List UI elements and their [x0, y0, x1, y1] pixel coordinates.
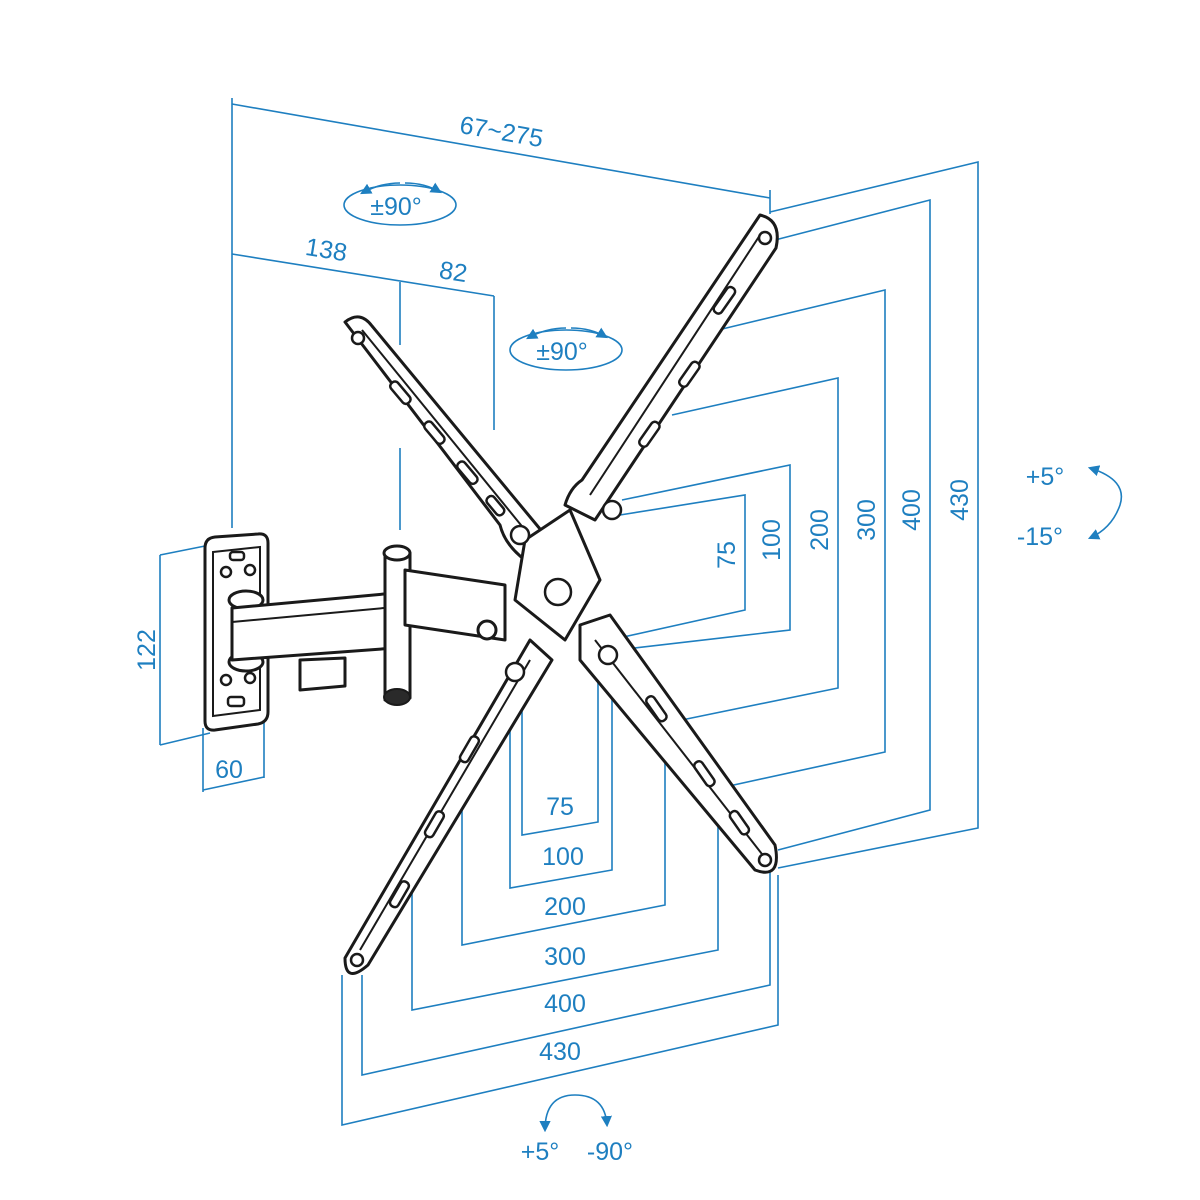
plate-height-ext-bottom	[159, 732, 211, 746]
vesa-h-200-label: 200	[544, 893, 586, 921]
slot-tr-3	[638, 420, 661, 449]
vesa-bracket	[343, 213, 779, 975]
bolt-bl	[504, 661, 526, 683]
bracket-arm-top-left-inner	[361, 329, 526, 531]
slot-bl-2	[423, 810, 446, 839]
vesa-h-400-line	[361, 862, 771, 1076]
elbow-cap-bottom	[383, 688, 411, 706]
slot-br-1	[645, 694, 668, 723]
vesa-v-75-line	[609, 494, 746, 641]
vesa-h-430-line	[341, 875, 779, 1127]
swivel-middle-arrow-right	[570, 327, 608, 339]
vesa-v-400-label: 400	[898, 489, 926, 531]
vesa-h-400-label: 400	[544, 990, 586, 1018]
end-hole-tl	[350, 330, 366, 346]
plate-width-label: 60	[215, 756, 243, 784]
vesa-h-75-label: 75	[546, 793, 574, 821]
bracket-arm-bottom-left-inner	[359, 659, 531, 951]
swivel-middle-ellipse	[509, 329, 623, 371]
depth-label: 67~275	[458, 111, 546, 153]
tilt-down-label: -15°	[1017, 523, 1063, 551]
vesa-v-75-label: 75	[713, 541, 741, 569]
vesa-v-400-line	[774, 198, 931, 851]
end-hole-bl	[349, 952, 365, 968]
slot-tl-4	[485, 494, 506, 517]
vesa-v-300-label: 300	[853, 499, 881, 541]
wall-plate-bolt-4	[243, 671, 257, 685]
wall-plate-bolt-3	[219, 673, 233, 687]
vesa-v-300-line	[717, 288, 886, 789]
slot-tr-2	[678, 360, 701, 389]
dimension-lines	[159, 98, 979, 1127]
bolt-br	[597, 644, 619, 666]
vesa-v-430-label: 430	[946, 479, 974, 521]
vesa-v-200-line	[671, 377, 839, 723]
swivel-middle-arrow-left	[526, 327, 567, 340]
slot-br-3	[728, 809, 751, 836]
bracket-arm-top-right-inner	[589, 231, 763, 496]
vesa-h-75-line	[521, 655, 599, 836]
rotate-left-label: +5°	[521, 1138, 560, 1166]
end-hole-br	[757, 852, 773, 868]
slot-br-2	[693, 759, 716, 788]
elbow-cap-top	[382, 544, 412, 562]
tilt-arrow	[1087, 465, 1123, 540]
slot-bl-3	[388, 880, 411, 909]
vesa-v-200-label: 200	[806, 509, 834, 551]
vesa-v-430-line	[769, 160, 979, 869]
vesa-h-100-label: 100	[542, 843, 584, 871]
swivel-top-ellipse	[343, 184, 457, 226]
bracket-arm-bottom-right	[578, 613, 778, 874]
offset-138-label: 138	[303, 233, 349, 267]
slot-tr-1	[712, 285, 737, 315]
wall-plate-inner	[212, 545, 261, 718]
plate-height-ext-top	[159, 544, 211, 556]
vesa-h-430-label: 430	[539, 1038, 581, 1066]
swivel-top-arrow-left	[360, 182, 401, 195]
first-arm-edge	[231, 606, 396, 623]
rotate-arrow	[539, 1094, 612, 1133]
swing-arm	[227, 544, 507, 706]
swivel-middle-label: ±90°	[536, 338, 588, 366]
vesa-h-200-line	[461, 738, 666, 946]
vesa-v-100-line	[599, 464, 791, 653]
end-hole-tr	[757, 230, 773, 246]
offset-dimension-line	[231, 253, 495, 297]
wall-plate-hole-top	[228, 550, 246, 562]
slot-tl-1	[388, 380, 412, 406]
depth-dimension-line	[231, 103, 771, 199]
wall-plate-bolt-1	[219, 565, 233, 579]
vesa-h-100-line	[509, 660, 613, 889]
slot-bl-1	[458, 735, 481, 764]
plate-height-label: 122	[133, 629, 161, 671]
slot-tl-2	[422, 420, 446, 446]
vesa-h-300-label: 300	[544, 943, 586, 971]
rotation-indicators: ±90° ±90° +5° -15° +5° -90°	[343, 182, 1123, 1166]
vesa-v-100-label: 100	[758, 519, 786, 561]
bolt-tr	[601, 499, 623, 521]
swivel-top-arrow-right	[404, 182, 442, 194]
dimension-labels: 67~275 138 82 122 60 75 100 200 300 400 …	[133, 111, 974, 1066]
arm-underside-block	[298, 656, 347, 692]
slot-tl-3	[455, 460, 479, 486]
vesa-h-300-line	[411, 790, 719, 1011]
rotate-right-label: -90°	[587, 1138, 633, 1166]
wall-plate-hole-bottom	[226, 695, 246, 708]
arm-head-pivot	[476, 619, 498, 641]
offset-82-label: 82	[437, 256, 469, 288]
bracket-center-hole	[543, 577, 573, 607]
swivel-top-label: ±90°	[370, 193, 422, 221]
bolt-tl	[509, 524, 531, 546]
bracket-center-hub	[513, 508, 602, 642]
tilt-up-label: +5°	[1026, 463, 1065, 491]
wall-plate-bolt-2	[243, 563, 257, 577]
plate-width-line	[202, 776, 265, 791]
